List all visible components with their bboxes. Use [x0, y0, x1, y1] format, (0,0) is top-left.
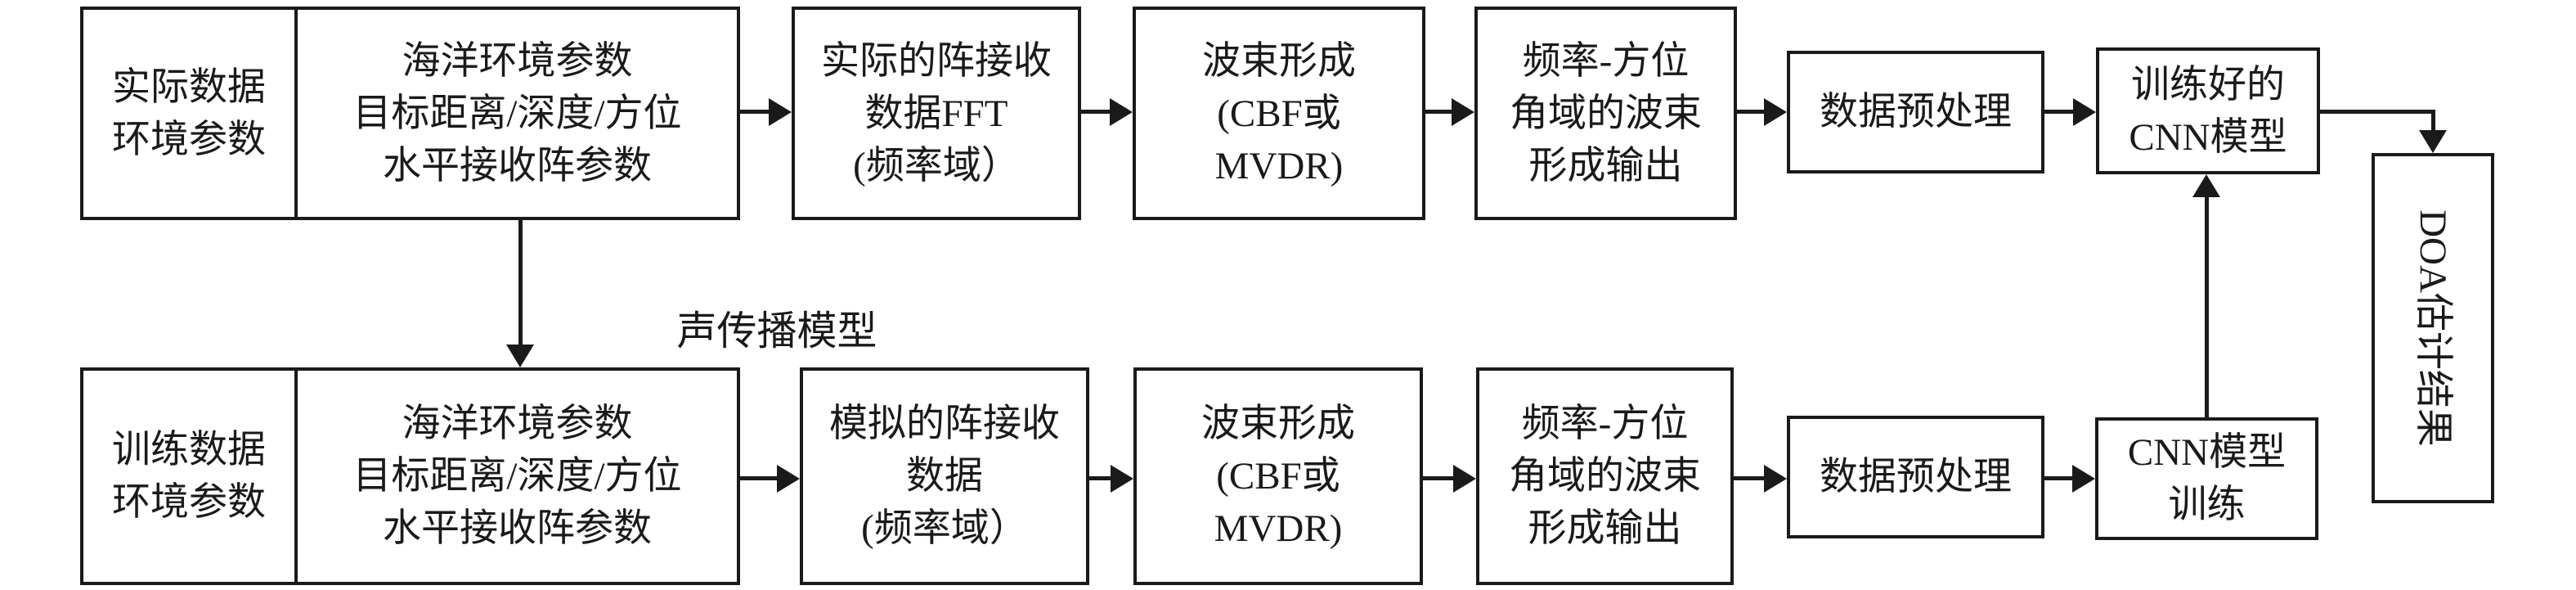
arrowhead-icon — [506, 345, 534, 367]
arrowhead-icon — [1452, 98, 1474, 126]
top-preprocess-box: 数据预处理 — [1787, 51, 2044, 173]
bottom-beam-output-box: 频率-方位 角域的波束 形成输出 — [1476, 367, 1734, 585]
bottom-ocean-params-box: 海洋环境参数 目标距离/深度/方位 水平接收阵参数 — [294, 367, 740, 585]
sound-propagation-model-label: 声传播模型 — [676, 309, 877, 354]
cnn-model-training-box: CNN模型 训练 — [2095, 417, 2318, 540]
bottom-simulated-array-box: 模拟的阵接收 数据 (频率域） — [800, 367, 1089, 585]
trained-cnn-model-box: 训练好的 CNN模型 — [2096, 47, 2320, 174]
arrowhead-icon — [1764, 98, 1787, 126]
top-beamforming-box: 波束形成 (CBF或 MVDR) — [1133, 7, 1425, 220]
arrowhead-icon — [1110, 98, 1133, 126]
top-actual-data-env-box: 实际数据 环境参数 — [80, 7, 298, 220]
bottom-training-data-env-box: 训练数据 环境参数 — [80, 367, 298, 585]
bottom-beamforming-box: 波束形成 (CBF或 MVDR) — [1133, 367, 1423, 585]
arrowhead-icon — [1453, 465, 1476, 493]
doa-result-label: DOA估计结果 — [2412, 209, 2455, 447]
arrowhead-icon — [769, 98, 792, 126]
arrowhead-icon — [2072, 465, 2095, 493]
top-ocean-params-box: 海洋环境参数 目标距离/深度/方位 水平接收阵参数 — [294, 7, 740, 220]
arrowhead-icon — [2192, 174, 2220, 197]
top-actual-array-fft-box: 实际的阵接收 数据FFT (频率域） — [792, 7, 1081, 220]
doa-result-box: DOA估计结果 — [2372, 153, 2494, 503]
arrowhead-icon — [2419, 130, 2447, 153]
bottom-preprocess-box: 数据预处理 — [1787, 416, 2044, 538]
arrowhead-icon — [777, 465, 800, 493]
arrowhead-icon — [1764, 465, 1787, 493]
arrowhead-icon — [2073, 98, 2096, 126]
top-beam-output-box: 频率-方位 角域的波束 形成输出 — [1474, 7, 1737, 220]
arrowhead-icon — [1111, 465, 1133, 493]
